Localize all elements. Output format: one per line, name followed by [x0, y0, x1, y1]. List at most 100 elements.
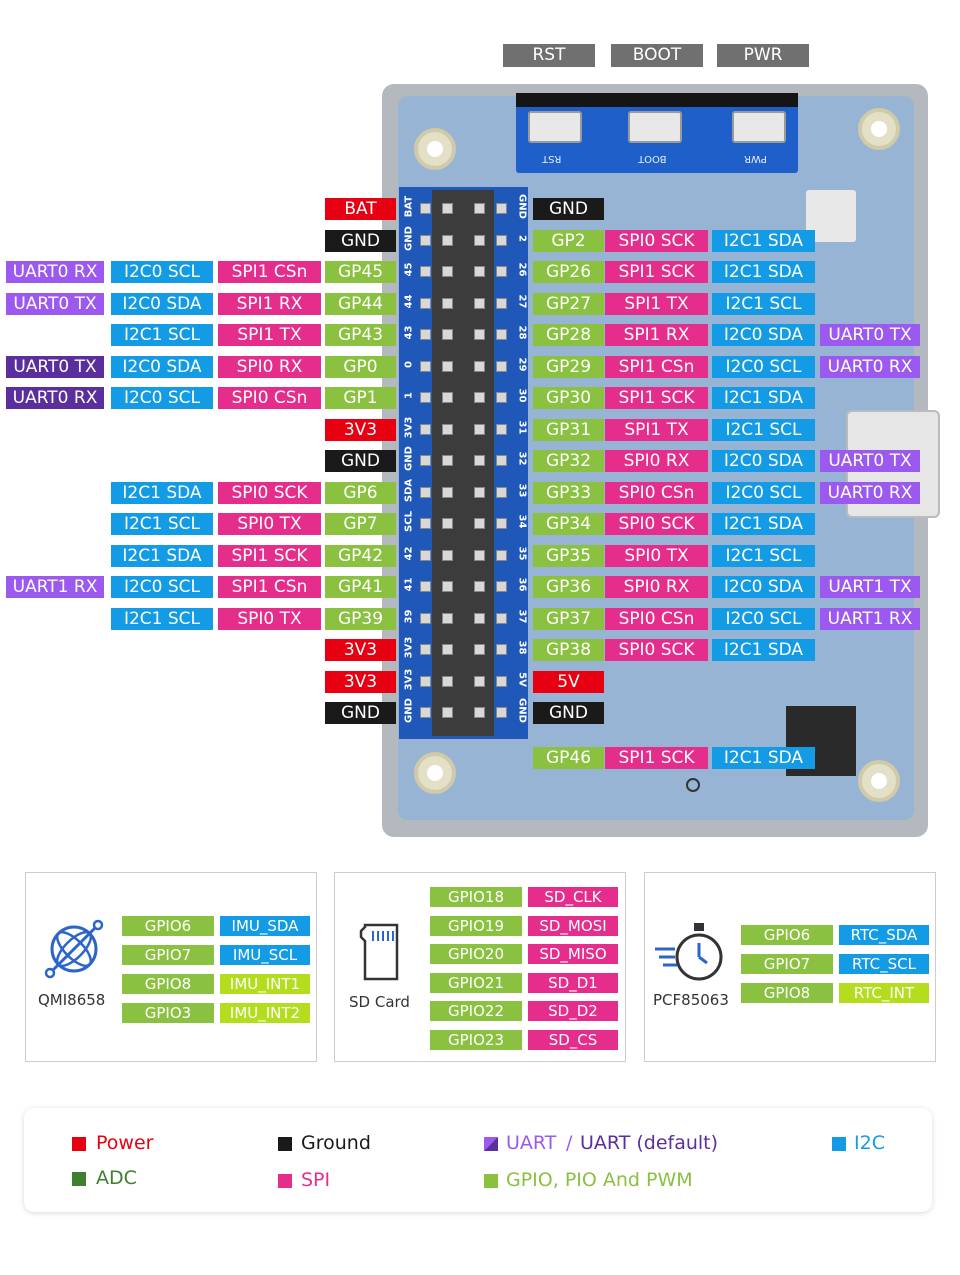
pin-label: I2C0 SDA	[111, 292, 213, 315]
pin-label: SPI0 TX	[605, 544, 708, 567]
legend: Power Ground UART / UART (default) I2C A…	[24, 1108, 932, 1212]
pin-label: GP0	[325, 355, 396, 378]
pwr-button-label: PWR	[717, 44, 809, 67]
pin-label: 3V3	[325, 670, 396, 693]
header-pin	[442, 266, 453, 277]
pin-label: SPI0 SCK	[605, 229, 708, 252]
pin-label: GP28	[533, 324, 604, 346]
pin-label: I2C1 SDA	[712, 513, 815, 535]
pin-label: 3V3	[325, 639, 396, 661]
pin-label: I2C0 SDA	[111, 355, 213, 378]
pin-label: SPI1 RX	[605, 324, 708, 346]
pin-label: GP2	[533, 229, 604, 252]
header-pin	[420, 455, 431, 466]
header-pin	[474, 203, 485, 214]
legend-uart-swatch	[484, 1137, 498, 1151]
header-pin	[420, 549, 431, 561]
silk-pin-right: 26	[516, 262, 528, 277]
silk-pin-left: GND	[403, 698, 415, 723]
sensor-gpio: GPIO8	[122, 974, 214, 994]
pin-label: SPI0 RX	[605, 576, 708, 598]
pin-label: GP46	[533, 747, 604, 769]
header-pin	[420, 518, 431, 529]
mount-hole-icon	[858, 108, 900, 150]
sensor-signal: IMU_INT2	[220, 1003, 310, 1023]
silk-pin-right: 35	[516, 546, 528, 560]
silk-pin-left: 43	[403, 325, 415, 340]
boot-button-label: BOOT	[611, 44, 703, 67]
sensor-gpio: GPIO20	[430, 944, 522, 964]
header-pin	[442, 518, 453, 529]
header-pin	[442, 203, 453, 214]
header-pin	[442, 486, 453, 498]
header-pin	[442, 360, 453, 372]
pin-label: I2C0 SDA	[712, 324, 815, 346]
silk-pin-right: GND	[516, 698, 528, 723]
pin-label: I2C1 SDA	[712, 639, 815, 661]
pin-label: GP38	[533, 639, 604, 661]
pin-label: GP34	[533, 513, 604, 535]
mount-hole-icon	[858, 760, 900, 802]
header-pin	[496, 329, 507, 340]
pin-label: SPI0 SCK	[605, 639, 708, 661]
pin-label: UART0 RX	[820, 355, 920, 378]
pin-label: GP42	[325, 544, 396, 567]
silk-pin-left: 3V3	[403, 416, 415, 438]
header-pin	[474, 455, 485, 466]
silk-pin-right: 37	[516, 609, 528, 623]
pin-label: SPI1 CSn	[218, 576, 321, 598]
silk-pin-right: 31	[516, 420, 528, 434]
pin-label: I2C1 SDA	[111, 544, 213, 567]
header-pin	[420, 423, 431, 435]
pin-label: SPI1 CSn	[218, 261, 321, 283]
header-pin	[474, 486, 485, 498]
pin-label: I2C1 SDA	[712, 387, 815, 409]
rst-switch[interactable]	[528, 111, 582, 143]
pwr-switch[interactable]	[732, 111, 786, 143]
header-pin	[474, 707, 485, 718]
pin-label: GP45	[325, 261, 396, 283]
sensor-signal: IMU_SCL	[220, 945, 310, 965]
sensor-signal: SD_MOSI	[528, 915, 618, 936]
pin-label: SPI0 RX	[218, 355, 321, 378]
test-point-icon	[686, 778, 700, 792]
header-pin	[442, 612, 453, 624]
header-pin	[474, 392, 485, 403]
header-pin	[474, 297, 485, 309]
header-pin	[496, 392, 507, 403]
silk-pin-left: 1	[403, 392, 415, 399]
header-pin	[442, 707, 453, 718]
pin-label: GP31	[533, 418, 604, 441]
pin-label: GP29	[533, 355, 604, 378]
header-pin	[442, 297, 453, 309]
sensor-gpio: GPIO3	[122, 1003, 214, 1023]
header-pin	[496, 707, 507, 718]
pin-label: SPI0 SCK	[605, 513, 708, 535]
button-strip: RST BOOT PWR	[516, 93, 798, 173]
sensor-signal: RTC_SCL	[839, 954, 929, 974]
pin-label: GP44	[325, 292, 396, 315]
pin-label: UART1 TX	[820, 576, 920, 598]
sensor-gpio: GPIO7	[122, 945, 214, 965]
silk-pin-left: 3V3	[403, 668, 415, 690]
header-pin	[474, 518, 485, 529]
pin-label: SPI0 CSn	[605, 481, 708, 504]
pin-label: I2C0 SCL	[111, 576, 213, 598]
header-pin	[474, 549, 485, 561]
pin-label: GP33	[533, 481, 604, 504]
sensor-signal: IMU_SDA	[220, 916, 310, 936]
pin-label: I2C0 SDA	[712, 450, 815, 472]
silk-pin-right: GND	[516, 194, 528, 219]
pin-label: GND	[325, 702, 396, 724]
header-pin	[474, 423, 485, 435]
legend-power-swatch	[72, 1137, 86, 1151]
legend-power: Power	[96, 1132, 154, 1154]
sensor-gpio: GPIO19	[430, 915, 522, 936]
pin-label: SPI1 SCK	[605, 387, 708, 409]
header-pin	[496, 360, 507, 372]
sensor-gpio: GPIO21	[430, 972, 522, 993]
boot-switch[interactable]	[628, 111, 682, 143]
pin-label: I2C1 SCL	[712, 292, 815, 315]
header-pin	[474, 612, 485, 624]
pin-label: GP43	[325, 324, 396, 346]
